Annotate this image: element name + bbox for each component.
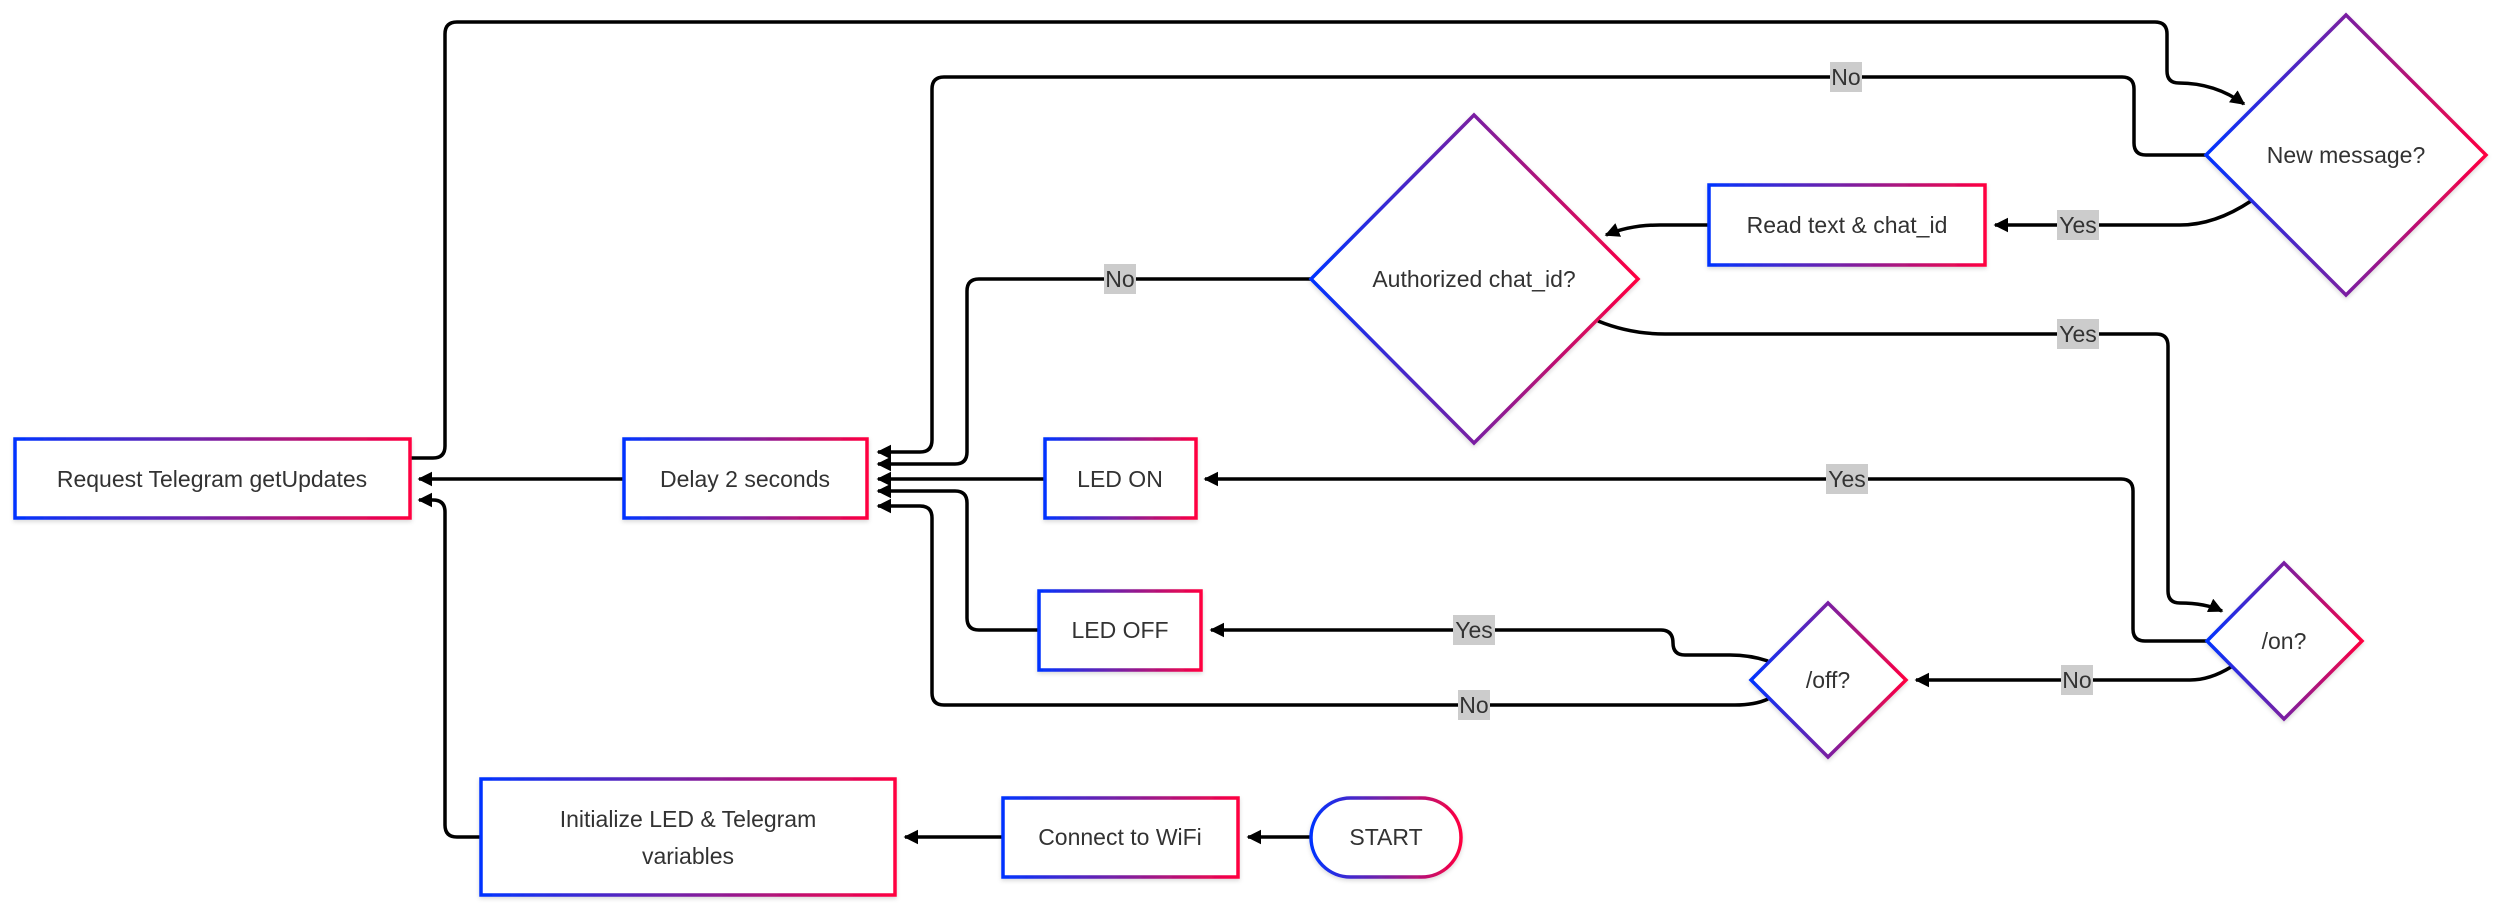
edge-on-yes — [1203, 471, 2207, 643]
node-new-message-decision[interactable]: New message? — [2203, 12, 2489, 298]
edge-off-no — [876, 498, 1769, 707]
label-authorized-yes: Yes — [2057, 319, 2099, 349]
svg-text:Read text & chat_id: Read text & chat_id — [1747, 212, 1948, 238]
svg-text:Request Telegram getUpdates: Request Telegram getUpdates — [57, 466, 367, 492]
edge-authorized-no — [876, 277, 1311, 472]
nodes: Request Telegram getUpdates Delay 2 seco… — [13, 12, 2489, 897]
edge-led-off-to-delay — [876, 483, 1038, 632]
node-initialize[interactable]: Initialize LED & Telegram variables — [479, 777, 897, 897]
svg-text:Connect to WiFi: Connect to WiFi — [1038, 824, 1202, 850]
label-off-no: No — [1458, 690, 1490, 720]
edge-init-to-request — [417, 492, 480, 839]
svg-text:No: No — [2062, 667, 2091, 693]
edge-authorized-yes — [1597, 319, 2224, 613]
svg-text:Authorized chat_id?: Authorized chat_id? — [1372, 266, 1575, 292]
svg-text:/off?: /off? — [1806, 667, 1850, 693]
node-authorized-decision[interactable]: Authorized chat_id? — [1308, 112, 1641, 446]
edge-on-no — [1914, 665, 2232, 688]
node-off-decision[interactable]: /off? — [1748, 600, 1909, 760]
label-off-yes: Yes — [1453, 615, 1495, 645]
label-new-message-no: No — [1830, 62, 1862, 92]
svg-text:New message?: New message? — [2267, 142, 2426, 168]
svg-text:Initialize LED & Telegram: Initialize LED & Telegram — [560, 806, 817, 832]
svg-text:Delay 2 seconds: Delay 2 seconds — [660, 466, 830, 492]
edge-new-message-no — [876, 75, 2206, 460]
node-read-text[interactable]: Read text & chat_id — [1707, 183, 1987, 267]
svg-text:Yes: Yes — [2059, 321, 2097, 347]
node-delay[interactable]: Delay 2 seconds — [622, 437, 869, 520]
svg-text:Yes: Yes — [1455, 617, 1493, 643]
edge-request-to-new-message — [410, 20, 2246, 460]
svg-text:LED OFF: LED OFF — [1071, 617, 1168, 643]
node-request-getupdates[interactable]: Request Telegram getUpdates — [13, 437, 412, 520]
svg-text:No: No — [1459, 692, 1488, 718]
svg-text:No: No — [1105, 266, 1134, 292]
node-on-decision[interactable]: /on? — [2204, 560, 2365, 722]
node-led-on[interactable]: LED ON — [1043, 437, 1198, 520]
node-start[interactable]: START — [1309, 796, 1463, 879]
svg-text:LED ON: LED ON — [1077, 466, 1163, 492]
node-connect-wifi[interactable]: Connect to WiFi — [1001, 796, 1240, 879]
node-led-off[interactable]: LED OFF — [1037, 589, 1203, 672]
edge-off-yes — [1209, 622, 1769, 663]
label-on-yes: Yes — [1826, 464, 1868, 494]
svg-text:/on?: /on? — [2262, 628, 2307, 654]
label-authorized-no: No — [1104, 264, 1136, 294]
svg-text:START: START — [1349, 824, 1422, 850]
svg-text:Yes: Yes — [1828, 466, 1866, 492]
edge-new-message-yes — [1993, 199, 2252, 233]
svg-text:variables: variables — [642, 843, 734, 869]
edge-labels: No Yes No Yes Yes No Yes No — [1104, 62, 2099, 720]
label-on-no: No — [2061, 665, 2093, 695]
svg-text:No: No — [1831, 64, 1860, 90]
svg-text:Yes: Yes — [2059, 212, 2097, 238]
edge-read-to-authorized — [1604, 223, 1709, 237]
label-new-message-yes: Yes — [2057, 210, 2099, 240]
edges — [410, 20, 2252, 845]
